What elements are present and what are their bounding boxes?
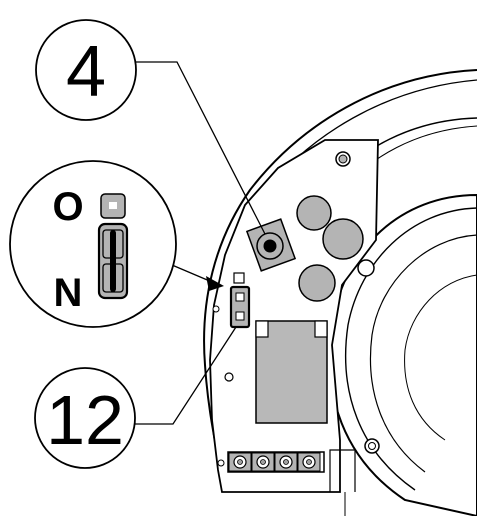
inner-disk (328, 193, 477, 516)
board-hole-top-inner (338, 154, 348, 164)
terminal-screw-4 (297, 452, 321, 472)
terminal-hole-left (217, 459, 225, 467)
terminal-screw-1 (228, 452, 252, 472)
board-hole-left (224, 372, 234, 382)
chip-body (255, 320, 328, 424)
inner-disk-ring-3 (404, 274, 477, 441)
board-jumper-pin-1 (235, 292, 245, 302)
terminal-screw-2 (251, 452, 275, 472)
callout-circle-4 (35, 19, 137, 121)
terminal-screw-3 (274, 452, 298, 472)
chip-tab-right (314, 320, 328, 338)
component-circle-2 (322, 218, 364, 260)
board-hole-edge (212, 305, 220, 313)
component-circle-3 (298, 264, 336, 302)
circuit-board (209, 139, 379, 516)
switch-detail: O N (9, 160, 224, 328)
housing-outer-arc (203, 69, 477, 481)
board-jumper-pin-2 (235, 311, 245, 321)
switch-pointer-line (171, 264, 213, 283)
chip-tab-left (255, 320, 269, 338)
inner-disk-ring-2 (369, 234, 477, 473)
disk-notch-top (357, 259, 375, 277)
callout-label-12: 12 (46, 381, 124, 459)
switch-detail-circle (9, 160, 177, 328)
terminal-block (217, 451, 325, 473)
callout-12: 12 (34, 326, 237, 469)
callout-circle-12 (34, 367, 136, 469)
callout-label-4: 4 (66, 32, 106, 112)
callout-4: 4 (35, 19, 266, 235)
board-jumper-pin-top (233, 272, 245, 284)
switch-jumper-bar (110, 230, 116, 292)
push-button-cap (263, 239, 277, 253)
disk-notch-bottom-inner (368, 442, 376, 450)
switch-label-o: O (52, 185, 83, 229)
switch-pin-top-dot (109, 202, 117, 209)
switch-pointer-arrowhead (206, 276, 224, 291)
switch-label-n: N (54, 271, 83, 315)
bracket-line (329, 449, 356, 492)
leader-line-12 (128, 326, 237, 425)
component-circle-1 (296, 195, 332, 231)
leader-line-4 (125, 61, 266, 235)
